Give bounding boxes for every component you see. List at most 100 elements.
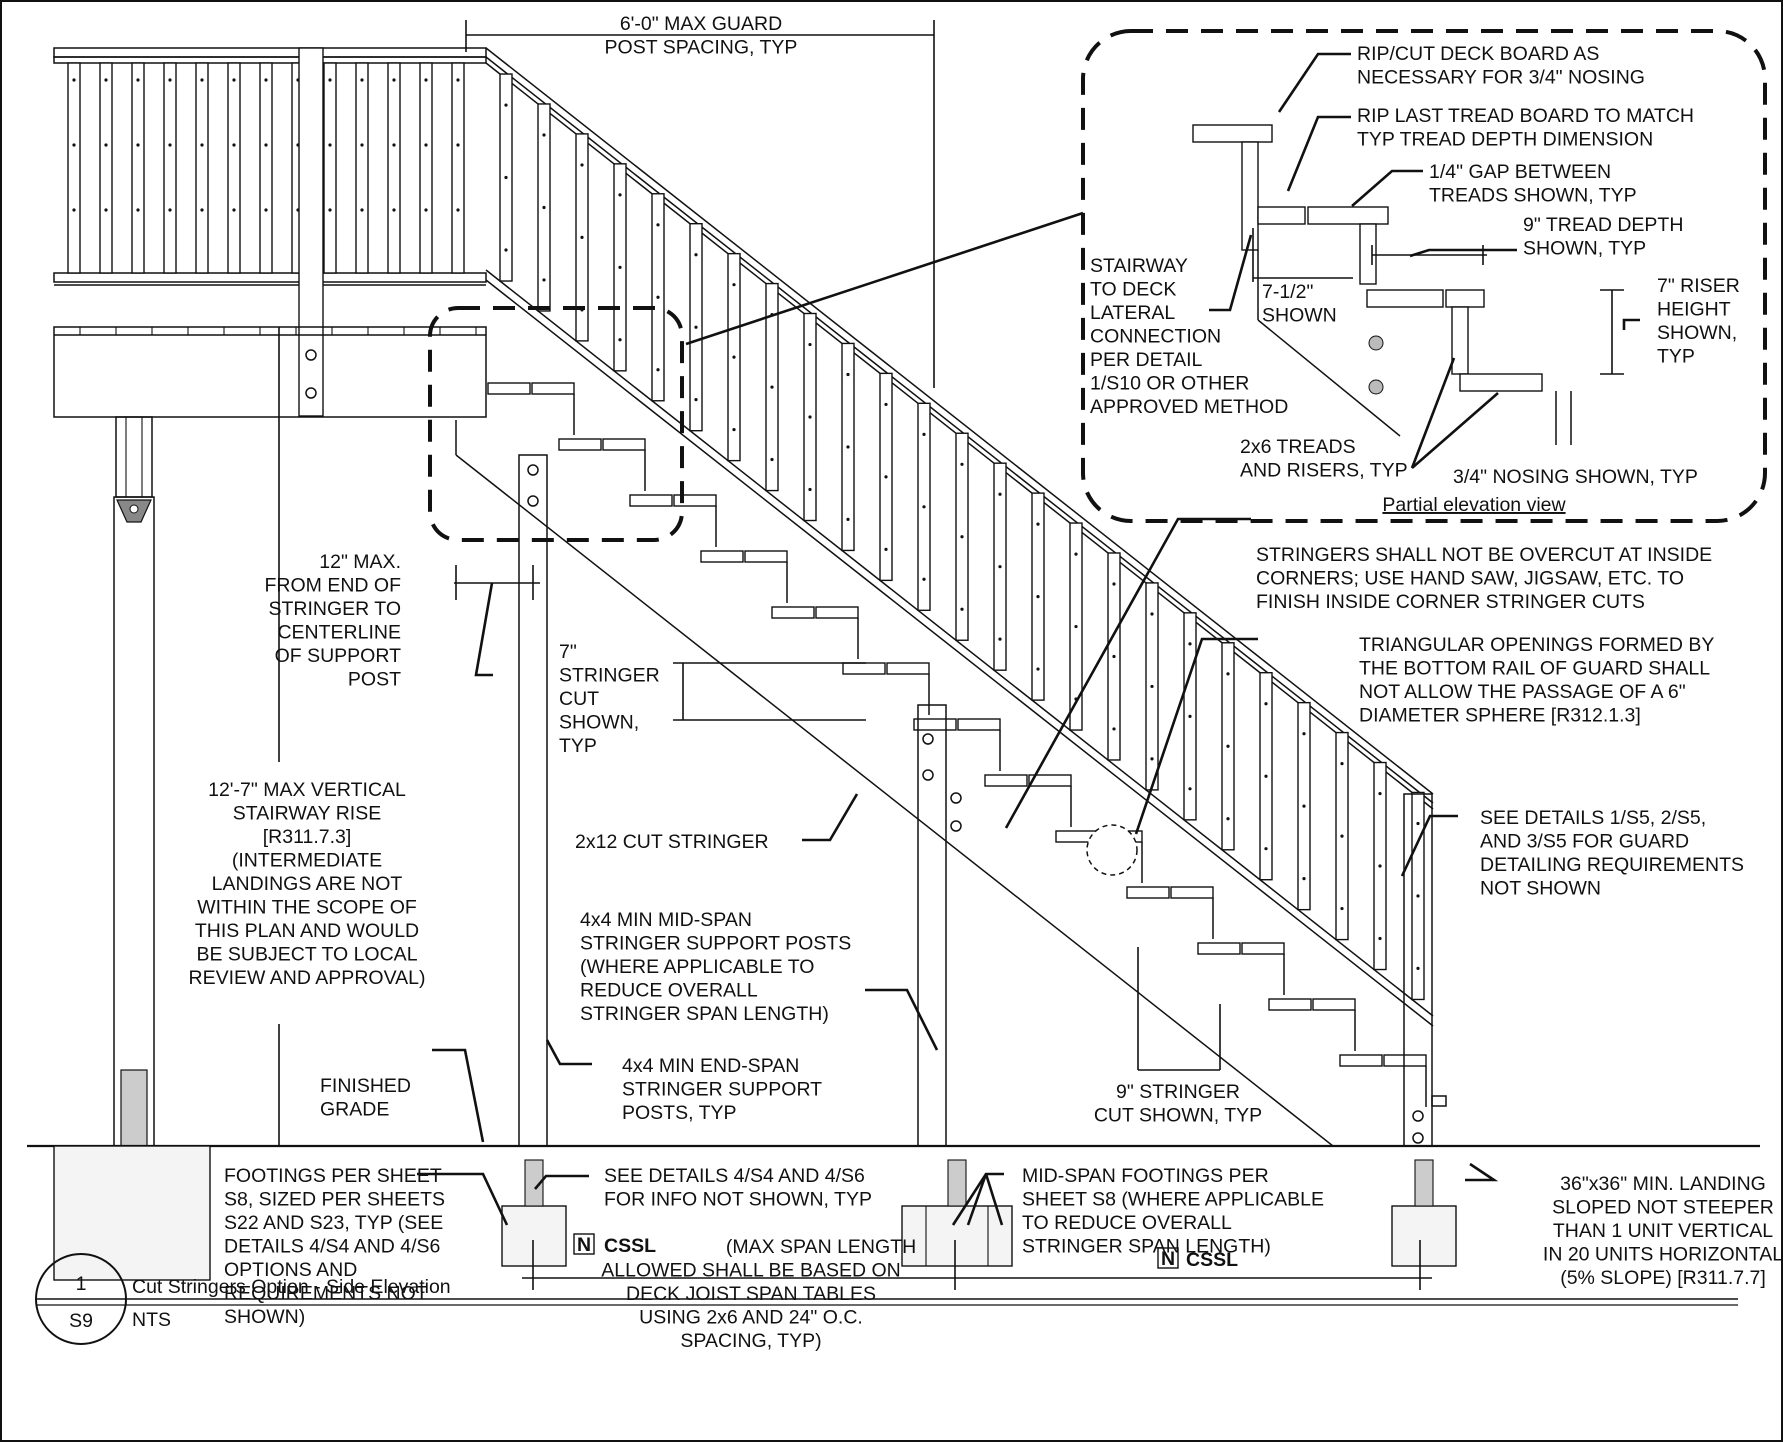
callout-line: SHOWN): [224, 1306, 305, 1328]
tread-board: [558, 438, 602, 451]
fastener-dot: [580, 163, 584, 167]
fastener-dot: [694, 253, 698, 257]
fastener-dot: [1188, 714, 1192, 718]
fastener-dot: [456, 208, 460, 212]
fastener-dot: [264, 208, 268, 212]
callout-line: AND RISERS, TYP: [1240, 460, 1408, 482]
callout-line: OPTIONS AND: [224, 1259, 357, 1281]
callout-line: APPROVED METHOD: [1090, 396, 1288, 418]
fastener-dot: [808, 487, 812, 492]
callout-line: RIP/CUT DECK BOARD AS: [1357, 43, 1599, 65]
callout-line: 9" TREAD DEPTH: [1523, 214, 1683, 236]
fastener-dot: [542, 205, 546, 210]
callout-line: 7" RISER: [1657, 275, 1740, 297]
fastener-dot: [732, 427, 736, 432]
partial-elevation-detail: [1192, 124, 1572, 445]
callout-line: 2x12 CUT STRINGER: [575, 831, 769, 853]
fastener-dot: [618, 338, 622, 342]
deck-baluster: [323, 62, 337, 274]
sphere-6in: [1086, 824, 1138, 876]
fastener-dot: [104, 143, 108, 147]
tread-board: [602, 438, 646, 451]
fastener-dot: [456, 78, 460, 82]
fastener-dot: [694, 325, 698, 329]
fastener-dot: [424, 78, 428, 82]
fastener-dot: [846, 517, 850, 521]
callout-line: 6'-0" MAX GUARD: [620, 13, 782, 35]
callout-line: AND 3/S5 FOR GUARD: [1480, 831, 1689, 853]
tread-board: [771, 606, 815, 619]
fastener-dot: [922, 432, 926, 436]
callout-line: 36"x36" MIN. LANDING: [1560, 1173, 1766, 1195]
tread-board: [531, 382, 575, 395]
tread-board: [1312, 998, 1356, 1011]
fastener-dot: [656, 223, 660, 227]
deck-baluster: [259, 62, 273, 274]
deck-baluster: [355, 62, 369, 274]
dimension-lines: [454, 20, 1624, 1290]
callout-line: FOR INFO NOT SHOWN, TYP: [604, 1189, 872, 1211]
tread-board: [1126, 886, 1170, 899]
fastener-dot: [424, 208, 428, 212]
tread-board: [984, 774, 1028, 787]
callout-line: (5% SLOPE) [R311.7.7]: [1560, 1267, 1766, 1289]
callout-line: CORNERS; USE HAND SAW, JIGSAW, ETC. TO: [1256, 568, 1684, 590]
callout-line: CONNECTION: [1090, 326, 1221, 348]
fastener-dot: [732, 283, 736, 287]
fastener-dot: [200, 208, 204, 212]
callout-line: SHOWN: [1262, 305, 1337, 327]
callout-line: POST SPACING, TYP: [605, 37, 798, 59]
callout-line: FINISH INSIDE CORNER STRINGER CUTS: [1256, 591, 1645, 613]
tread-board: [842, 662, 886, 675]
fastener-dot: [1226, 744, 1230, 748]
fastener-dot: [1112, 582, 1116, 586]
fastener-dot: [1112, 727, 1116, 731]
callout-line: RIP LAST TREAD BOARD TO MATCH: [1357, 105, 1694, 127]
callout-line: (INTERMEDIATE: [232, 850, 382, 872]
fastener-dot: [168, 143, 172, 147]
deck-boards: [53, 326, 487, 418]
cut-stringer-callout: 2x12 CUT STRINGER: [575, 831, 769, 853]
callout-line: MID-SPAN FOOTINGS PER: [1022, 1165, 1269, 1187]
callout-line: [R311.7.3]: [263, 826, 352, 848]
callout-line: 2x6 TREADS: [1240, 436, 1356, 458]
fastener-dot: [580, 235, 584, 239]
cssl-note-tag-letter: N: [577, 1234, 591, 1256]
deck-support-post: [113, 416, 155, 1147]
detail-callout-bubble-small: [428, 306, 684, 542]
callout-line: SHOWN,: [1657, 322, 1737, 344]
fastener-dot: [1302, 877, 1306, 881]
detail-scale: NTS: [132, 1309, 171, 1331]
callout-line: REVIEW AND APPROVAL): [189, 967, 426, 989]
callout-line: SHEET S8 (WHERE APPLICABLE: [1022, 1189, 1324, 1211]
fastener-dot: [1340, 834, 1344, 838]
fastener-dot: [392, 208, 396, 212]
deck-baluster: [99, 62, 113, 274]
tread-board: [886, 662, 930, 675]
fastener-dot: [328, 143, 332, 147]
callout-line: S8, SIZED PER SHEETS: [224, 1189, 445, 1211]
deck-baluster: [195, 62, 209, 274]
fastener-dot: [168, 208, 172, 212]
tread-board: [629, 494, 673, 507]
fastener-dot: [200, 78, 204, 82]
deck-baluster: [419, 62, 433, 274]
deck-guard-post: [298, 47, 324, 417]
callout-line: 9" STRINGER: [1116, 1081, 1240, 1103]
fastener-dot: [998, 565, 1002, 569]
fastener-dot: [136, 143, 140, 147]
callout-line: TRIANGULAR OPENINGS FORMED BY: [1359, 634, 1714, 656]
fastener-dot: [360, 78, 364, 82]
callout-line: STAIRWAY RISE: [233, 803, 381, 825]
leader-lines: [278, 52, 1640, 1226]
